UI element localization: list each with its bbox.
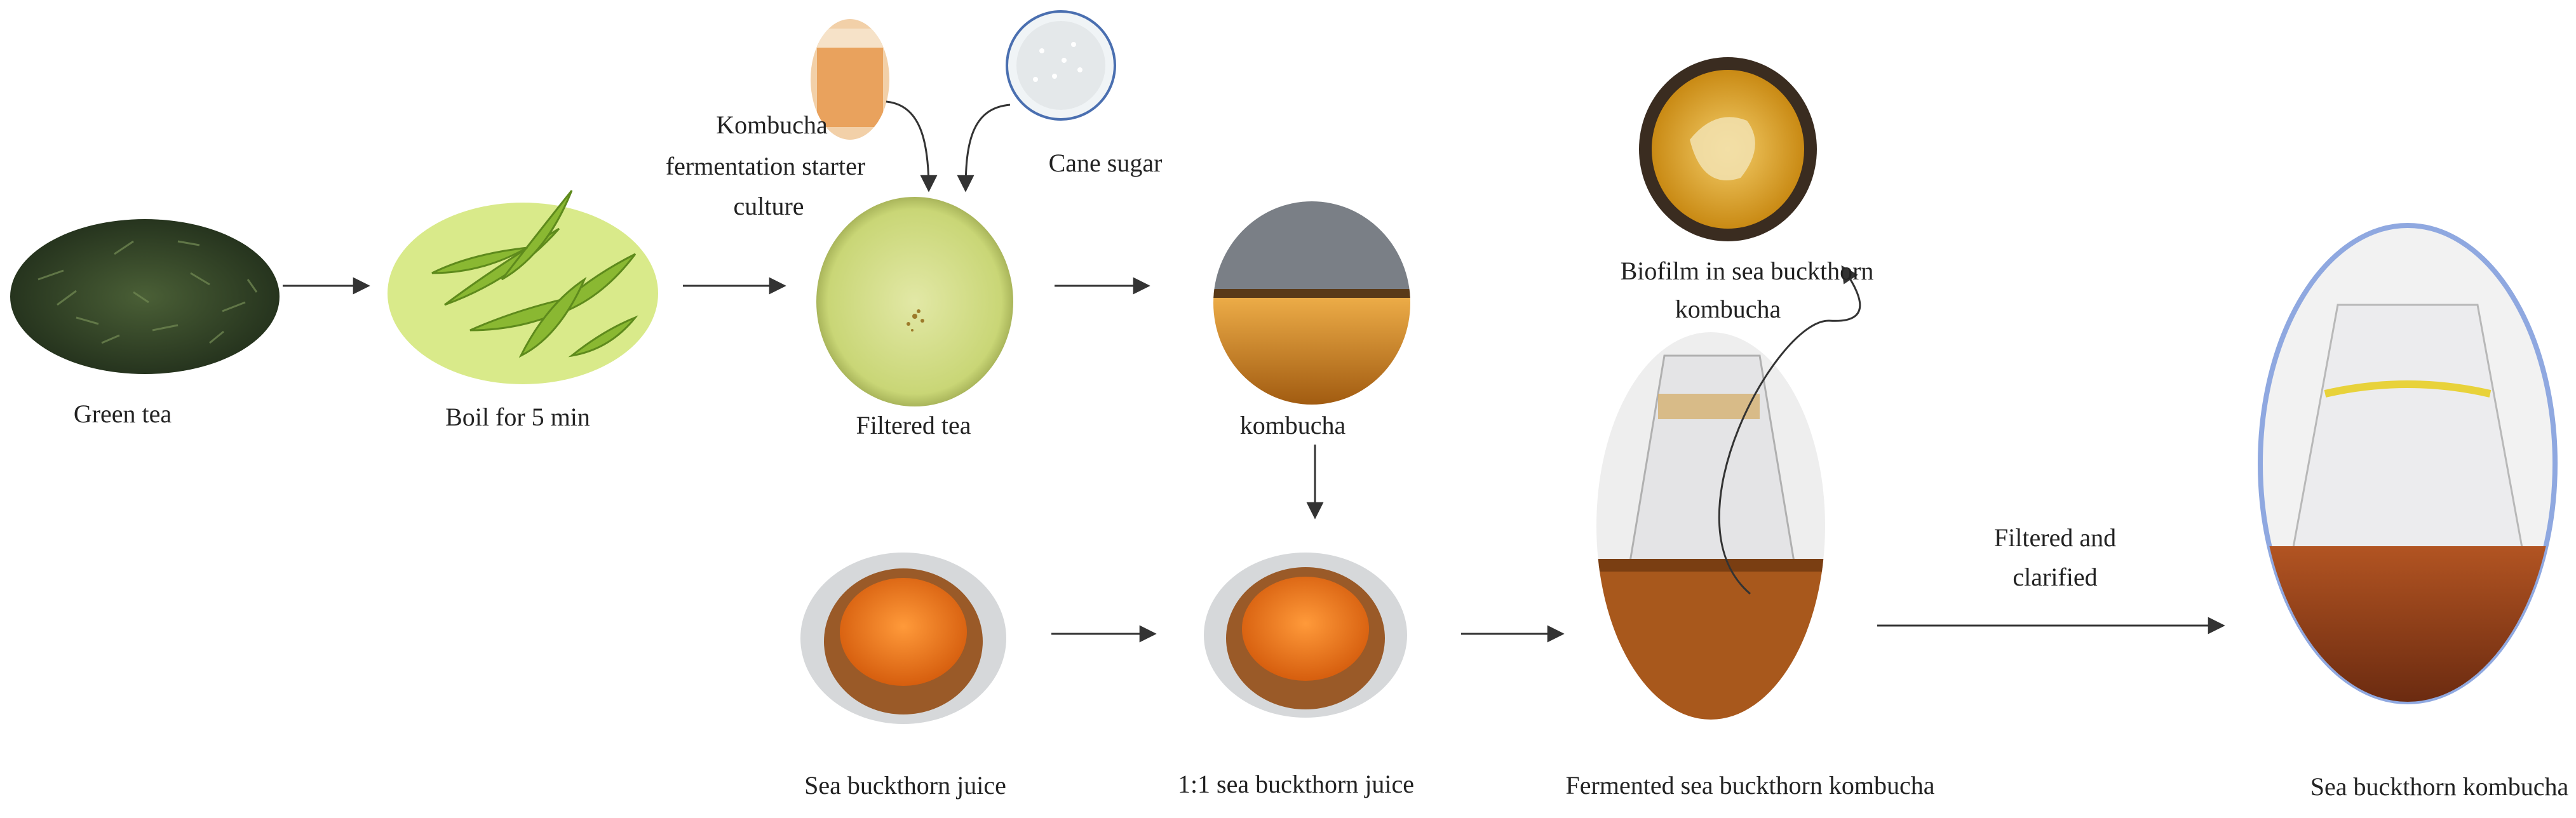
label-green-tea: Green tea bbox=[74, 399, 172, 428]
label-filtered-tea: Filtered tea bbox=[856, 411, 971, 439]
label-filtered-1: Filtered and bbox=[1994, 523, 2116, 552]
label-kombucha: kombucha bbox=[1240, 411, 1346, 439]
final-product-image bbox=[2258, 223, 2558, 704]
sea-buckthorn-juice-image bbox=[800, 553, 1006, 724]
starter-culture-image bbox=[811, 19, 889, 140]
green-tea-image bbox=[10, 219, 280, 374]
arrow-fermented-to-biofilm bbox=[1718, 265, 1861, 595]
arrow-sugar-to-tea bbox=[957, 104, 1011, 192]
label-final: Sea buckthorn kombucha bbox=[2310, 772, 2569, 801]
label-starter-2: fermentation starter bbox=[666, 152, 865, 180]
label-filtered-2: clarified bbox=[2013, 563, 2097, 591]
ratio-juice-image bbox=[1204, 553, 1407, 718]
label-ratio-juice: 1:1 sea buckthorn juice bbox=[1178, 770, 1414, 798]
label-biofilm-1: Biofilm in sea buckthorn bbox=[1621, 257, 1874, 285]
label-boil: Boil for 5 min bbox=[445, 403, 590, 431]
flow-arrows bbox=[283, 100, 2225, 643]
label-starter-3: culture bbox=[733, 192, 804, 220]
cane-sugar-image bbox=[1006, 10, 1116, 121]
filtered-tea-image bbox=[816, 197, 1013, 406]
kombucha-jar-image bbox=[1213, 201, 1410, 405]
label-starter-1: Kombucha bbox=[716, 111, 828, 139]
label-cane-sugar: Cane sugar bbox=[1049, 149, 1163, 177]
biofilm-image bbox=[1639, 57, 1817, 241]
fermented-flask-image bbox=[1596, 332, 1825, 720]
label-biofilm-2: kombucha bbox=[1675, 295, 1781, 323]
label-fermented: Fermented sea buckthorn kombucha bbox=[1566, 771, 1935, 800]
label-sb-juice: Sea buckthorn juice bbox=[804, 771, 1006, 800]
boiled-leaves-image bbox=[388, 190, 658, 384]
arrow-starter-to-tea bbox=[886, 100, 938, 192]
